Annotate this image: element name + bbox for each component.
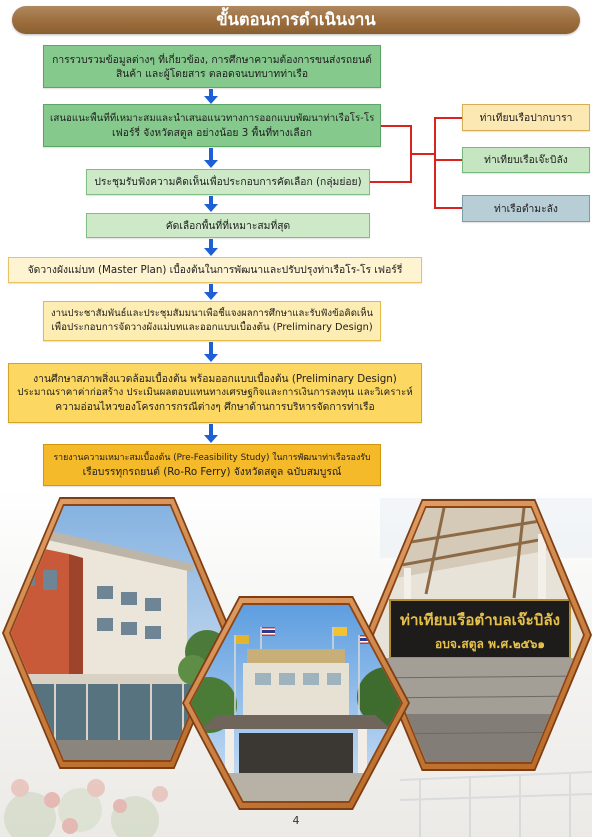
flow-step-8-line-2: เรือบรรทุกรถยนต์ (Ro-Ro Ferry) จังหวัดสต… — [82, 466, 342, 478]
flow-arrow-2 — [204, 148, 218, 168]
flow-step-2-line-1: เสนอแนะพื้นที่ที่เหมาะสมและนำเสนอแนวทางก… — [50, 112, 374, 124]
alternative-site-3-label: ท่าเรือตำมะลัง — [494, 202, 558, 215]
faded-railing — [399, 771, 592, 837]
flow-step-5: จัดวางผังแม่บท (Master Plan) เบื้องต้นใน… — [8, 257, 422, 283]
page-number: 4 — [292, 814, 300, 827]
page-title: ขั้นตอนการดำเนินงาน — [216, 10, 376, 29]
flow-step-7: งานศึกษาสภาพสิ่งแวดล้อมเบื้องต้น พร้อมออ… — [8, 363, 422, 423]
faded-flower-bush — [4, 779, 168, 837]
flow-step-7-line-3: ความอ่อนไหวของโครงการกรณีต่างๆ ศึกษาด้าน… — [55, 401, 375, 413]
flow-step-8: รายงานความเหมาะสมเบื้องต้น (Pre-Feasibil… — [43, 444, 381, 486]
flow-arrow-6 — [204, 342, 218, 362]
flow-step-6-line-2: เพื่อประกอบการจัดวางผังแม่บทและออกแบบเบื… — [51, 322, 373, 333]
flow-step-6-line-1: งานประชาสัมพันธ์และประชุมสัมมนาเพื่อชี้แ… — [50, 308, 374, 319]
flow-step-3-line-1: ประชุมรับฟังความคิดเห็นเพื่อประกอบการคัด… — [94, 176, 362, 188]
flow-arrow-4 — [204, 239, 218, 256]
alternative-site-1-label: ท่าเทียบเรือปากบารา — [479, 111, 573, 124]
photo-hex-middle — [182, 596, 410, 810]
page-header: ขั้นตอนการดำเนินงาน — [12, 6, 580, 34]
entrance — [225, 729, 367, 773]
pier-sign-line-2: อบจ.สตูล พ.ศ.๒๕๖๑ — [435, 637, 545, 652]
flow-arrow-3 — [204, 196, 218, 212]
flow-step-8-line-1: รายงานความเหมาะสมเบื้องต้น (Pre-Feasibil… — [53, 453, 371, 463]
flow-step-7-line-1: งานศึกษาสภาพสิ่งแวดล้อมเบื้องต้น พร้อมออ… — [33, 373, 397, 385]
flow-arrow-5 — [204, 284, 218, 300]
flow-step-5-line-1: จัดวางผังแม่บท (Master Plan) เบื้องต้นใน… — [27, 264, 403, 276]
connector-lines — [370, 117, 462, 209]
flow-arrow-1 — [204, 89, 218, 104]
flow-step-2: เสนอแนะพื้นที่ที่เหมาะสมและนำเสนอแนวทางก… — [43, 104, 381, 147]
photo-hex-right: ท่าเทียบเรือตำบลเจ๊ะบิลัง อบจ.สตูล พ.ศ.๒… — [365, 499, 592, 771]
pier-sign-board: ท่าเทียบเรือตำบลเจ๊ะบิลัง อบจ.สตูล พ.ศ.๒… — [389, 599, 571, 659]
flow-arrow-7 — [204, 424, 218, 443]
alternative-site-2: ท่าเทียบเรือเจ๊ะบิลัง — [462, 147, 590, 173]
flow-step-4-line-1: คัดเลือกพื้นที่ที่เหมาะสมที่สุด — [165, 219, 291, 232]
flow-step-1: การรวบรวมข้อมูลต่างๆ ที่เกี่ยวข้อง, การศ… — [43, 45, 381, 88]
building — [243, 649, 349, 715]
building — [11, 522, 201, 708]
flow-step-4: คัดเลือกพื้นที่ที่เหมาะสมที่สุด — [86, 213, 370, 238]
ground — [11, 740, 223, 760]
flow-step-3: ประชุมรับฟังความคิดเห็นเพื่อประกอบการคัด… — [86, 169, 370, 195]
flow-step-7-line-2: ประมาณราคาค่าก่อสร้าง ประเมินผลตอบแทนทาง… — [17, 387, 413, 398]
alternative-site-1: ท่าเทียบเรือปากบารา — [462, 104, 590, 131]
flow-step-2-line-2: เฟอร์รี่ จังหวัดสตูล อย่างน้อย 3 พื้นที่… — [111, 126, 313, 139]
pier-sign-line-1: ท่าเทียบเรือตำบลเจ๊ะบิลัง — [400, 611, 560, 629]
alternative-site-2-label: ท่าเทียบเรือเจ๊ะบิลัง — [484, 154, 568, 166]
flow-step-1-line-2: สินค้า และผู้โดยสาร ตลอดจนบทบาทท่าเรือ — [115, 67, 309, 80]
storefront — [25, 684, 205, 740]
flow-step-6: งานประชาสัมพันธ์และประชุมสัมมนาเพื่อชี้แ… — [43, 301, 381, 341]
entrance-canopy — [201, 715, 391, 729]
alternative-site-3: ท่าเรือตำมะลัง — [462, 195, 590, 222]
flow-step-1-line-1: การรวบรวมข้อมูลต่างๆ ที่เกี่ยวข้อง, การศ… — [52, 53, 372, 66]
